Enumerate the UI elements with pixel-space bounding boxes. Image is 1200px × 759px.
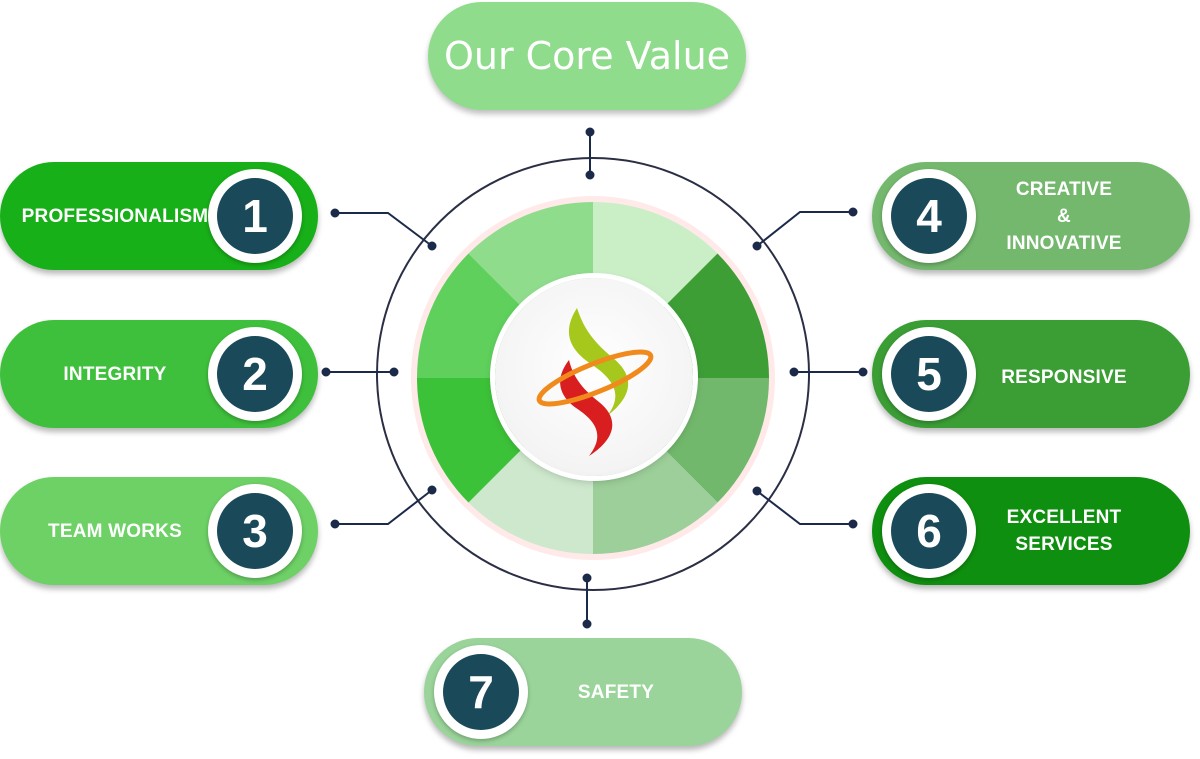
value-card-2: INTEGRITY 2 bbox=[0, 320, 318, 428]
value-number-badge: 3 bbox=[208, 484, 302, 578]
value-label: CREATIVE & INNOVATIVE bbox=[984, 162, 1144, 270]
value-label: INTEGRITY bbox=[10, 320, 220, 428]
value-number: 1 bbox=[217, 178, 293, 254]
logo-red-flame bbox=[560, 360, 613, 456]
value-number-badge: 5 bbox=[882, 327, 976, 421]
outer-ring bbox=[376, 157, 810, 591]
company-logo bbox=[495, 278, 693, 476]
value-card-1: PROFESSIONALISM 1 bbox=[0, 162, 318, 270]
diagram-title: Our Core Value bbox=[443, 34, 731, 78]
connector-6 bbox=[752, 486, 858, 529]
connector-bottom bbox=[582, 573, 592, 629]
flame-swoosh-logo-icon bbox=[536, 308, 654, 456]
value-card-5: 5 RESPONSIVE bbox=[872, 320, 1190, 428]
value-number: 2 bbox=[217, 336, 293, 412]
value-label-line: PROFESSIONALISM bbox=[21, 205, 209, 227]
value-label: EXCELLENT SERVICES bbox=[984, 477, 1144, 585]
value-label-line: CREATIVE bbox=[1015, 178, 1113, 200]
value-card-7: 7 SAFETY bbox=[424, 638, 742, 746]
value-label: RESPONSIVE bbox=[984, 320, 1144, 428]
value-number: 3 bbox=[217, 493, 293, 569]
value-label-line: & bbox=[1057, 205, 1071, 227]
connector-5 bbox=[789, 367, 868, 377]
value-label-line: RESPONSIVE bbox=[1001, 366, 1127, 388]
connector-2 bbox=[321, 367, 399, 377]
connector-1 bbox=[330, 208, 437, 251]
value-label: SAFETY bbox=[536, 638, 696, 746]
value-number-badge: 7 bbox=[434, 645, 528, 739]
connector-3 bbox=[330, 485, 437, 529]
value-label: TEAM WORKS bbox=[10, 477, 220, 585]
value-number: 5 bbox=[891, 336, 967, 412]
connector-4 bbox=[752, 207, 858, 251]
value-number-badge: 6 bbox=[882, 484, 976, 578]
value-label-line: INNOVATIVE bbox=[1006, 232, 1122, 254]
value-number-badge: 2 bbox=[208, 327, 302, 421]
value-label-line: EXCELLENT bbox=[1006, 507, 1122, 528]
value-label-line: TEAM WORKS bbox=[48, 520, 182, 542]
value-number: 4 bbox=[891, 178, 967, 254]
value-card-6: 6 EXCELLENT SERVICES bbox=[872, 477, 1190, 585]
connector-top bbox=[585, 127, 595, 180]
value-card-4: 4 CREATIVE & INNOVATIVE bbox=[872, 162, 1190, 270]
value-label-line: SAFETY bbox=[577, 681, 655, 703]
value-label: PROFESSIONALISM bbox=[10, 162, 220, 270]
value-label-line: INTEGRITY bbox=[63, 363, 167, 385]
value-number: 7 bbox=[443, 654, 519, 730]
value-card-3: TEAM WORKS 3 bbox=[0, 477, 318, 585]
value-label-line: SERVICES bbox=[1015, 534, 1113, 555]
value-number-badge: 1 bbox=[208, 169, 302, 263]
title-pill: Our Core Value bbox=[428, 2, 746, 110]
value-number: 6 bbox=[891, 493, 967, 569]
logo-orange-swoosh bbox=[536, 349, 654, 407]
value-number-badge: 4 bbox=[882, 169, 976, 263]
